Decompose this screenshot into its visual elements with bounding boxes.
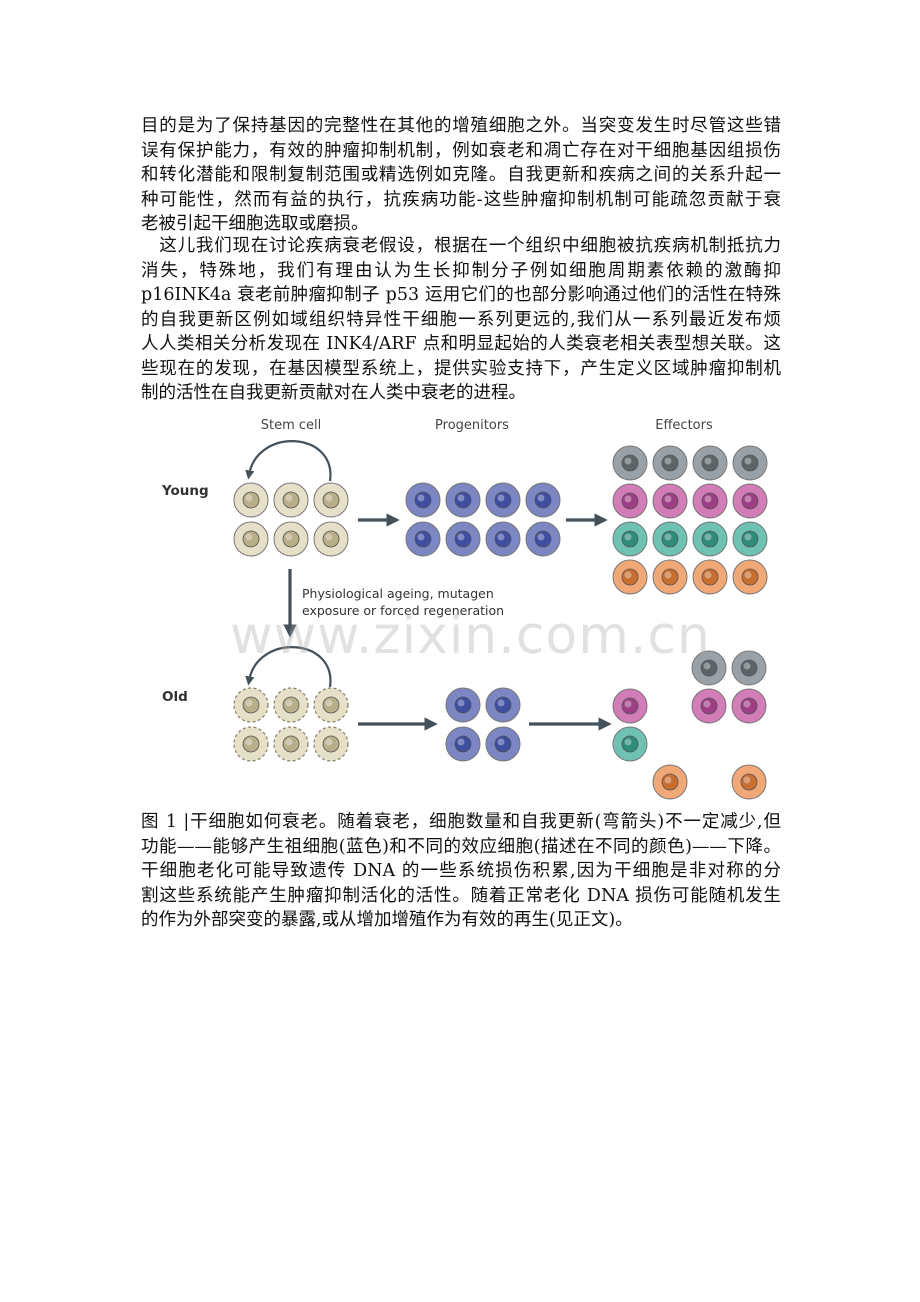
effector-cell [691, 650, 727, 686]
paragraph-1: 目的是为了保持基因的完整性在其他的增殖细胞之外。当突变发生时尽管这些错 误有保护… [141, 114, 781, 237]
effector-cell [652, 445, 688, 481]
aged-stem-cell [313, 687, 349, 723]
text-line: 制的活性在自我更新贡献对在人类中衰老的进程。 [141, 383, 526, 403]
text-line: 和转化潜能和限制复制范围或精选例如克隆。自我更新和疾病之间的关系升起一 [141, 165, 781, 185]
stem-cell [233, 482, 269, 518]
aged-stem-cell [233, 726, 269, 762]
text-line: 这儿我们现在讨论疾病衰老假设，根据在一个组织中细胞被抗疾病机制抵抗力 [141, 236, 781, 256]
progenitor-cell [525, 482, 561, 518]
progenitor-cell [485, 726, 521, 762]
aged-stem-cell [313, 726, 349, 762]
figure-caption: 图 1 |干细胞如何衰老。随着衰老，细胞数量和自我更新(弯箭头)不一定减少,但 … [141, 810, 781, 933]
progenitor-cell [485, 521, 521, 557]
caption-line: 割这些系统能产生肿瘤抑制活化的活性。随着正常老化 DNA 损伤可能随机发生 [141, 885, 781, 906]
text-line: p16INK4a 衰老前肿瘤抑制子 p53 运用它们的也部分影响通过他们的活性在… [141, 285, 781, 305]
progenitor-cell [485, 482, 521, 518]
effector-cell [612, 521, 648, 557]
effector-cell [691, 688, 727, 724]
stem-cell-ageing-figure: Stem cell Progenitors Effectors Young Ol… [161, 418, 768, 800]
progenitor-cell [525, 521, 561, 557]
effector-cell [692, 559, 728, 595]
progenitor-cell [485, 687, 521, 723]
effector-cell [692, 483, 728, 519]
text-line: 的自我更新区例如域组织特异性干细胞一系列更远的,我们从一系列最近发布烦 [141, 309, 781, 330]
effector-cell [652, 483, 688, 519]
text-line: 老被引起干细胞选取或磨损。 [141, 214, 369, 234]
effector-cell [612, 445, 648, 481]
progenitor-cell [445, 482, 481, 518]
cell-group [233, 445, 768, 800]
effector-cell [732, 521, 768, 557]
caption-line: 的作为外部突变的暴露,或从增加增殖作为有效的再生(见正文)。 [141, 910, 633, 930]
text-line: 人人类相关分析发现在 INK4/ARF 点和明显起始的人类衰老相关表型想关联。这 [141, 334, 781, 354]
effector-cell [732, 483, 768, 519]
watermark: www.zixin.com.cn [230, 606, 711, 666]
effector-cell [732, 445, 768, 481]
effector-cell [732, 559, 768, 595]
column-header-progenitors: Progenitors [435, 418, 509, 433]
effector-cell [612, 483, 648, 519]
effector-cell [731, 764, 767, 800]
effector-cell [731, 688, 767, 724]
effector-cell [652, 521, 688, 557]
row-label-young: Young [161, 483, 209, 499]
caption-line: 图 1 |干细胞如何衰老。随着衰老，细胞数量和自我更新(弯箭头)不一定减少,但 [141, 812, 781, 832]
text-line: 消失，特殊地，我们有理由认为生长抑制分子例如细胞周期素依赖的激酶抑 [141, 260, 781, 281]
progenitor-cell [405, 482, 441, 518]
ageing-label-line-2: exposure or forced regeneration [302, 603, 504, 618]
ageing-label-line-1: Physiological ageing, mutagen [302, 586, 494, 601]
text-line: 些现在的发现，在基因模型系统上，提供实验支持下，产生定义区域肿瘤抑制机 [141, 358, 781, 379]
paragraph-2: 这儿我们现在讨论疾病衰老假设，根据在一个组织中细胞被抗疾病机制抵抗力 消失，特殊… [141, 234, 781, 406]
self-renewal-arrow-old [245, 646, 332, 688]
caption-line: 功能——能够产生祖细胞(蓝色)和不同的效应细胞(描述在不同的颜色)——下降。 [141, 836, 781, 857]
column-header-effectors: Effectors [655, 418, 713, 433]
text-line: 目的是为了保持基因的完整性在其他的增殖细胞之外。当突变发生时尽管这些错 [141, 116, 781, 136]
aged-stem-cell [273, 726, 309, 762]
effector-cell [612, 726, 648, 762]
effector-cell [731, 650, 767, 686]
stem-cell [233, 521, 269, 557]
progenitor-cell [445, 726, 481, 762]
aged-stem-cell [233, 687, 269, 723]
self-renewal-arrow-young [245, 440, 332, 482]
effector-cell [612, 559, 648, 595]
effector-cell [692, 521, 728, 557]
row-label-old: Old [162, 689, 188, 705]
aged-stem-cell [273, 687, 309, 723]
stem-cell [313, 482, 349, 518]
progenitor-cell [445, 521, 481, 557]
effector-cell [652, 559, 688, 595]
column-header-stem-cell: Stem cell [261, 418, 322, 433]
stem-cell [273, 521, 309, 557]
progenitor-cell [445, 687, 481, 723]
text-line: 种可能性，然而有益的执行，抗疾病功能-这些肿瘤抑制机制可能疏忽贡献于衰 [141, 189, 781, 210]
text-line: 误有保护能力，有效的肿瘤抑制机制，例如衰老和凋亡存在对干细胞基因组损伤 [141, 140, 781, 161]
progenitor-cell [405, 521, 441, 557]
effector-cell [652, 764, 688, 800]
effector-cell [612, 688, 648, 724]
stem-cell [313, 521, 349, 557]
caption-line: 干细胞老化可能导致遗传 DNA 的一些系统损伤积累,因为干细胞是非对称的分 [141, 861, 781, 881]
stem-cell [273, 482, 309, 518]
effector-cell [692, 445, 728, 481]
